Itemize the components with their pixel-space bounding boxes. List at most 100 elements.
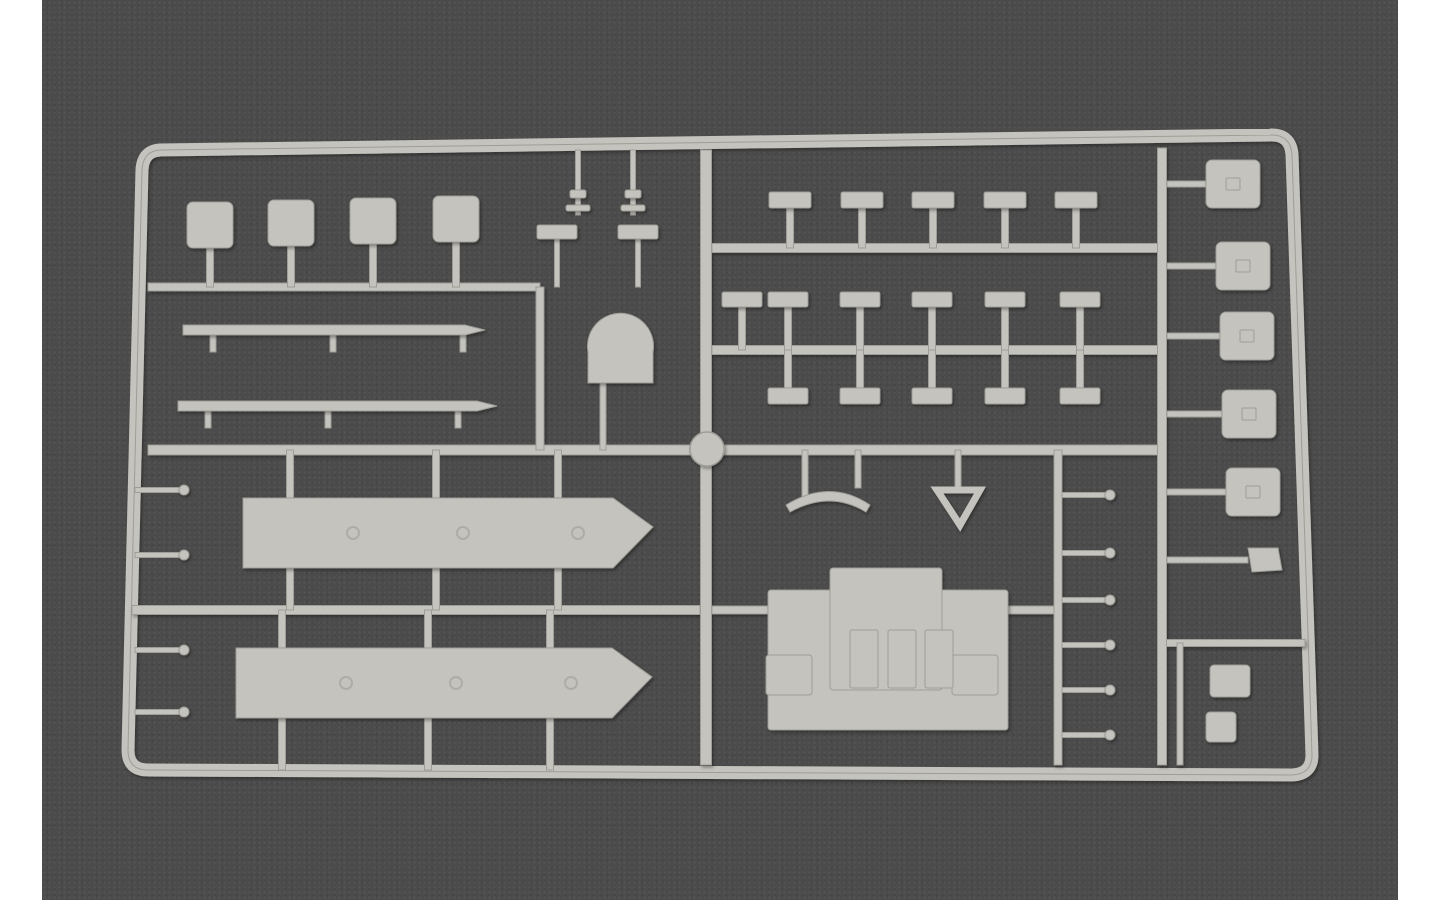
t-part-stem <box>784 306 792 351</box>
curved-bracket-part <box>785 491 871 513</box>
bracket-gate <box>554 238 560 288</box>
plate-bolt <box>571 526 585 540</box>
runner-vertical <box>1176 642 1184 766</box>
t-part-foot <box>911 387 953 405</box>
t-part-stem <box>1072 207 1080 249</box>
t-part-stem <box>1001 306 1009 351</box>
long-rod-part <box>177 400 498 412</box>
hook-part <box>565 204 591 212</box>
plate-gate <box>424 609 432 649</box>
lever-part <box>1104 489 1116 501</box>
t-part-head <box>911 191 955 209</box>
plate-gate <box>278 717 286 771</box>
runner-vertical <box>535 286 545 451</box>
box-gate <box>369 243 377 288</box>
small-box-part <box>432 195 480 243</box>
lever-gate <box>1061 550 1106 556</box>
t-part-head <box>721 291 763 308</box>
lever-part <box>1104 639 1116 651</box>
bracket-gate <box>635 238 641 288</box>
t-part-foot <box>767 387 809 405</box>
lever-part <box>1104 547 1116 559</box>
small-assembly-part <box>1209 664 1251 698</box>
box-label-plate <box>1235 259 1251 273</box>
small-bracket-part <box>617 224 659 240</box>
box-gate <box>1166 488 1227 496</box>
t-part-stem <box>1076 306 1084 351</box>
plate-gate <box>432 449 440 499</box>
sprue-center-hub <box>689 431 725 467</box>
runner-horizontal <box>131 605 701 615</box>
t-part-head <box>984 291 1026 308</box>
box-gate <box>1166 410 1223 418</box>
lever-gate <box>1061 687 1106 693</box>
lever-part <box>178 549 190 561</box>
t-part-head <box>911 291 953 308</box>
small-wedge-part <box>1247 547 1283 573</box>
part-details <box>339 177 1261 696</box>
plate-gate <box>554 449 562 499</box>
frame-rail-edge <box>127 134 1313 776</box>
triangle-bracket-part <box>930 486 987 532</box>
round-hatch-part <box>587 312 654 384</box>
t-part-foot <box>1059 387 1101 405</box>
rod-gate <box>209 334 217 353</box>
runner-vertical <box>1157 147 1167 766</box>
lever-part <box>1104 594 1116 606</box>
runner-horizontal <box>1164 639 1306 647</box>
t-part-stem <box>786 207 794 249</box>
small-box-part <box>186 201 234 249</box>
hook-part <box>620 204 646 212</box>
plate-gate <box>554 567 562 611</box>
sprue-gates <box>134 149 1249 771</box>
box-gate <box>287 245 295 288</box>
sprue-outer-frame <box>121 128 1319 782</box>
lever-part <box>1104 684 1116 696</box>
long-rod-part <box>182 324 486 336</box>
lever-part <box>178 706 190 718</box>
side-plate-part <box>242 497 654 569</box>
plate-gate <box>286 449 294 499</box>
hook-part <box>624 189 642 199</box>
rack-slot <box>924 629 954 689</box>
lever-part <box>1104 729 1116 741</box>
runner-vertical <box>1053 449 1063 766</box>
small-box-part <box>267 199 315 247</box>
box-gate <box>1166 262 1217 270</box>
box-label-plate <box>1225 177 1241 191</box>
hook-stem <box>575 149 581 216</box>
runner-horizontal <box>147 444 1166 456</box>
t-part-stem <box>928 306 936 351</box>
hook-part <box>569 189 587 199</box>
t-part-stem <box>856 349 864 389</box>
lever-gate <box>134 709 181 715</box>
lever-gate <box>134 487 181 493</box>
t-part-head <box>768 191 812 209</box>
hook-stem <box>630 149 636 216</box>
lever-gate <box>1061 597 1106 603</box>
t-part-head <box>983 191 1027 209</box>
plate-bolt <box>564 676 578 690</box>
t-part-head <box>1054 191 1098 209</box>
rack-handle-right <box>951 654 999 696</box>
rod-gate <box>459 334 467 353</box>
t-part-foot <box>984 387 1026 405</box>
rod-gate <box>324 410 332 429</box>
rack-handle-left <box>765 654 813 696</box>
box-label-plate <box>1239 329 1255 343</box>
t-part-stem <box>929 207 937 249</box>
side-plate-part <box>235 647 653 719</box>
t-part-foot <box>839 387 881 405</box>
plate-gate <box>546 717 554 771</box>
plate-gate <box>546 609 554 649</box>
rod-gate <box>454 410 462 429</box>
t-part-stem <box>784 349 792 389</box>
bracket-gate <box>801 449 809 501</box>
box-label-plate <box>1241 407 1257 421</box>
rod-gate <box>329 334 337 353</box>
lever-gate <box>134 647 181 653</box>
plate-bolt <box>449 676 463 690</box>
lever-gate <box>134 552 181 558</box>
t-part-stem <box>858 207 866 249</box>
